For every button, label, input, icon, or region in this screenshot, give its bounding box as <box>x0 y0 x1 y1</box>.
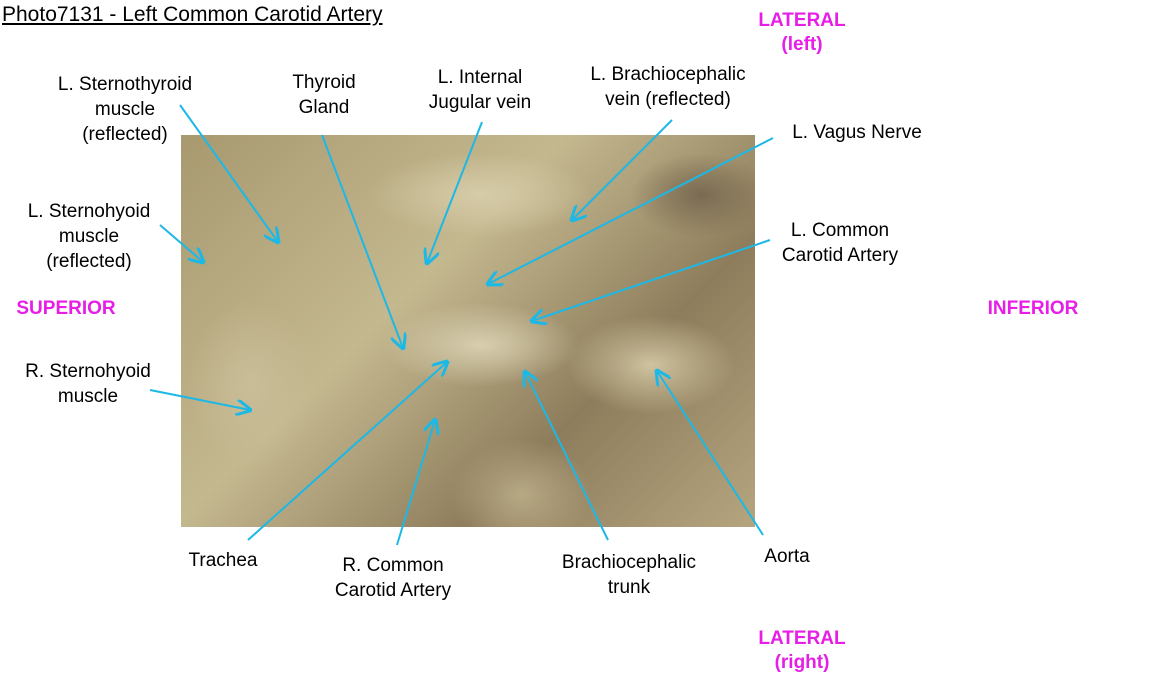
orientation-superior: SUPERIOR <box>16 298 116 319</box>
leader-l-sternothyroid <box>179 104 278 242</box>
orientation-lateral-right: LATERAL (right) <box>758 628 846 673</box>
label-brachiocephalic-trunk: Brachiocephalic trunk <box>561 552 697 598</box>
label-r-sternohyoid: R. Sternohyoid muscle <box>25 361 151 407</box>
leader-aorta <box>657 371 764 536</box>
leader-l-internal-jugular <box>427 121 483 263</box>
leader-brachiocephalic-trunk <box>525 372 609 541</box>
leader-thyroid-gland <box>321 134 403 348</box>
label-r-common-carotid: R. Common Carotid Artery <box>334 555 452 601</box>
label-l-brachiocephalic-vein: L. Brachiocephalic vein (reflected) <box>590 64 746 110</box>
label-l-vagus: L. Vagus Nerve <box>792 122 922 143</box>
label-trachea: Trachea <box>188 550 258 571</box>
dissection-photo <box>181 135 755 527</box>
leader-l-common-carotid <box>532 239 771 321</box>
page-title: Photo7131 - Left Common Carotid Artery <box>2 3 383 26</box>
leader-l-vagus <box>488 137 774 284</box>
label-l-internal-jugular: L. Internal Jugular vein <box>428 67 532 113</box>
orientation-inferior: INFERIOR <box>987 298 1079 319</box>
orientation-lateral-left: LATERAL (left) <box>758 10 846 55</box>
leader-r-sternohyoid <box>149 389 250 410</box>
label-aorta: Aorta <box>764 546 810 567</box>
leader-r-common-carotid <box>396 420 435 546</box>
leader-trachea <box>247 362 447 541</box>
label-thyroid-gland: Thyroid Gland <box>292 72 356 118</box>
label-l-sternothyroid: L. Sternothyroid muscle (reflected) <box>57 74 193 145</box>
label-l-common-carotid: L. Common Carotid Artery <box>781 220 899 266</box>
leader-l-sternohyoid <box>159 224 203 262</box>
leader-l-brachiocephalic-vein <box>572 119 673 220</box>
label-l-sternohyoid: L. Sternohyoid muscle (reflected) <box>27 201 151 272</box>
